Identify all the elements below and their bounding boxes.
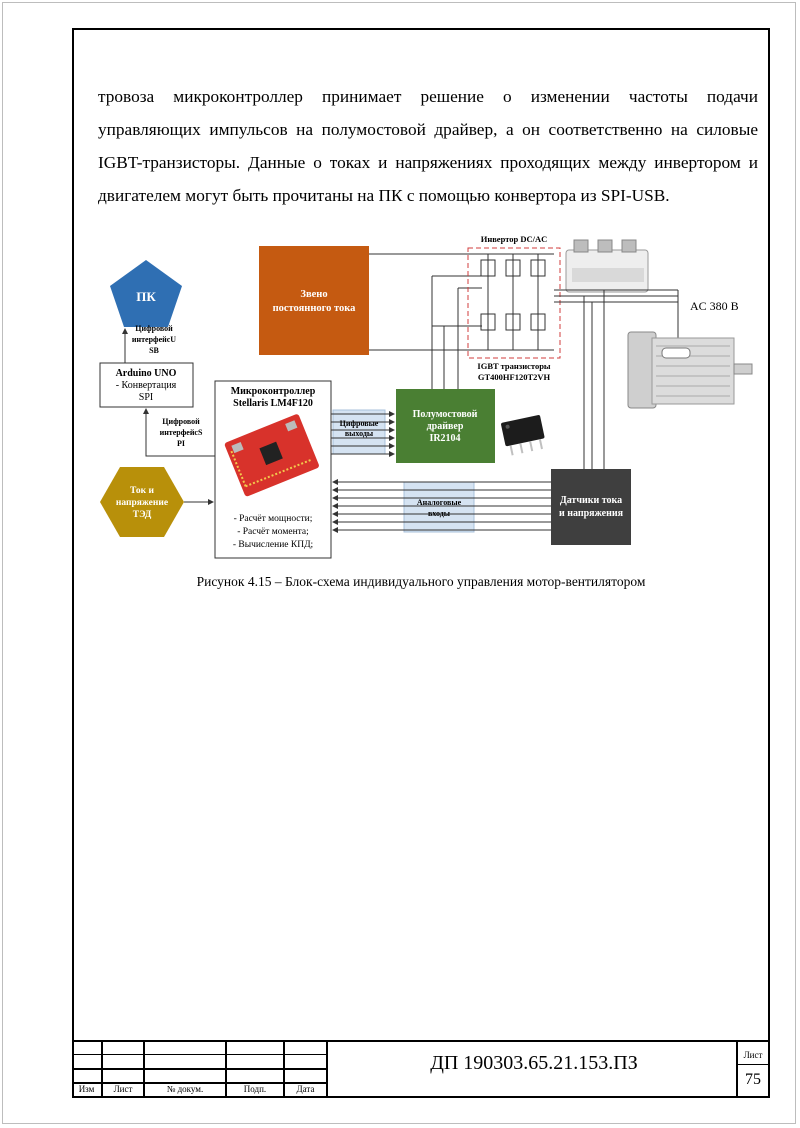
driver-label-2: драйвер: [427, 421, 464, 432]
analog-in-lines: [332, 479, 551, 533]
digital-out-box: [332, 409, 386, 455]
spi-label-3: PI: [177, 439, 185, 448]
digital-out-lines: [331, 411, 395, 457]
motor-image: [627, 331, 753, 409]
sheet-label: Лист: [743, 1050, 763, 1060]
sheet-number: 75: [745, 1071, 761, 1088]
arduino-box: [99, 362, 194, 408]
stamp-data: Дата: [296, 1084, 315, 1094]
ac-label: AC 380 B: [690, 299, 739, 313]
tok-hexagon: [100, 467, 184, 537]
inverter-label: Инвертор DC/AC: [481, 234, 548, 244]
tok-label-3: ТЭД: [133, 510, 152, 520]
arduino-line-2: - Конвертация: [116, 380, 177, 391]
digital-out-label-2: выходы: [345, 429, 374, 438]
igbt-module-image: [565, 239, 649, 293]
mcu-title-2: Stellaris LM4F120: [233, 398, 313, 409]
digital-out-label-1: Цифровые: [340, 419, 379, 428]
figure-caption: Рисунок 4.15 – Блок-схема индивидуальног…: [196, 574, 646, 589]
document-frame: [72, 28, 770, 1098]
igbt-transistors: [474, 253, 554, 351]
analog-in-label-2: входы: [428, 509, 451, 518]
dc-link-label-1: Звено: [300, 289, 327, 300]
driver-box: [396, 389, 495, 463]
title-block: Изм Лист № докум. Подп. Дата ДП 190303.6…: [72, 1040, 770, 1098]
mcu-title-1: Микроконтроллер: [231, 386, 316, 397]
dc-link-box: [259, 246, 369, 355]
spi-link: [143, 408, 215, 457]
sensors-label-2: и напряжения: [559, 508, 624, 519]
tok-label-2: напряжение: [116, 498, 168, 508]
spi-label-2: интерфейсS: [160, 428, 203, 437]
driver-chip-image: [501, 415, 545, 456]
igbt-label-1: IGBT транзисторы: [477, 361, 551, 371]
usb-label-1: Цифровой: [135, 324, 173, 333]
spi-label-1: Цифровой: [162, 417, 200, 426]
dc-bus-lines: [369, 253, 482, 389]
stamp-podp: Подп.: [243, 1084, 267, 1094]
analog-in-label-1: Аналоговые: [417, 498, 462, 507]
igbt-label-2: GT400HF120T2VH: [478, 372, 551, 382]
block-diagram: ПК Цифровой интерфейсU SB Arduino UNO - …: [99, 234, 753, 559]
document-code: ДП 190303.65.21.153.ПЗ: [430, 1052, 638, 1074]
stamp-n-dokum: № докум.: [166, 1084, 204, 1094]
tok-label-1: Ток и: [130, 486, 155, 496]
inverter-box: [467, 247, 561, 359]
usb-label-2: интерфейсU: [132, 335, 176, 344]
mcu-item-3: - Вычисление КПД;: [233, 540, 313, 550]
mcu-board-image: [224, 414, 319, 497]
arduino-title: Arduino UNO: [116, 368, 177, 379]
sensors-box: [551, 469, 631, 545]
mcu-item-1: - Расчёт мощности;: [234, 514, 313, 524]
stamp-izm: Изм: [78, 1084, 95, 1094]
sensors-label-1: Датчики тока: [560, 495, 622, 506]
pc-pentagon: [110, 260, 182, 327]
dc-link-label-2: постоянного тока: [273, 303, 357, 314]
mcu-item-2: - Расчёт момента;: [237, 527, 309, 537]
arduino-line-3: SPI: [139, 392, 153, 403]
driver-label-3: IR2104: [429, 433, 460, 444]
driver-label-1: Полумостовой: [413, 409, 478, 420]
body-paragraph: тровоза микроконтроллер принимает решени…: [98, 87, 758, 205]
stamp-list: Лист: [113, 1084, 133, 1094]
usb-label-3: SB: [149, 346, 159, 355]
pc-label: ПК: [136, 289, 156, 304]
